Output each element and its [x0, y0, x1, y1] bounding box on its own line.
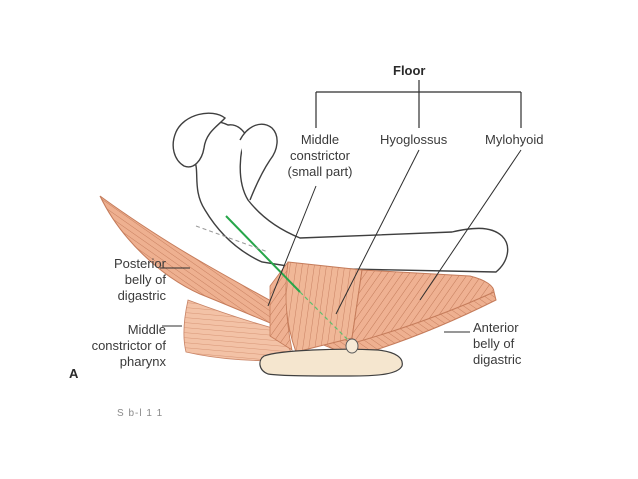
hypoglossal-nerve-line	[225, 215, 301, 293]
leader-lines	[160, 149, 522, 333]
label-anterior-belly-of-digastric: Anterior belly of digastric	[473, 320, 522, 367]
hypoglossal-nerve-dashed	[299, 291, 349, 341]
middle-constrictor-of-pharynx	[183, 299, 296, 362]
hyoid-bone	[259, 348, 403, 377]
label-hyoglossus: Hyoglossus	[380, 132, 448, 147]
label-posterior-belly-of-digastric: Posterior belly of digastric	[113, 256, 166, 303]
floor-title: Floor	[393, 63, 426, 78]
floor-bracket	[315, 80, 522, 128]
label-middle-constrictor-small-part: Middle constrictor (small part)	[287, 132, 353, 179]
label-mylohyoid: Mylohyoid	[485, 132, 544, 147]
label-middle-constrictor-of-pharynx: Middle constrictor of pharynx	[91, 322, 166, 369]
mandible-outline	[172, 112, 509, 273]
hyoglossus-muscle	[285, 261, 363, 353]
anterior-belly-of-digastric	[349, 291, 497, 357]
caption-fragment: S b-l 1 1	[117, 408, 164, 419]
stylohyoid-dashed-line	[195, 225, 269, 253]
panel-letter: A	[69, 366, 79, 381]
middle-constrictor-small-part	[269, 261, 293, 351]
digastric-tendon-sling	[345, 338, 359, 354]
